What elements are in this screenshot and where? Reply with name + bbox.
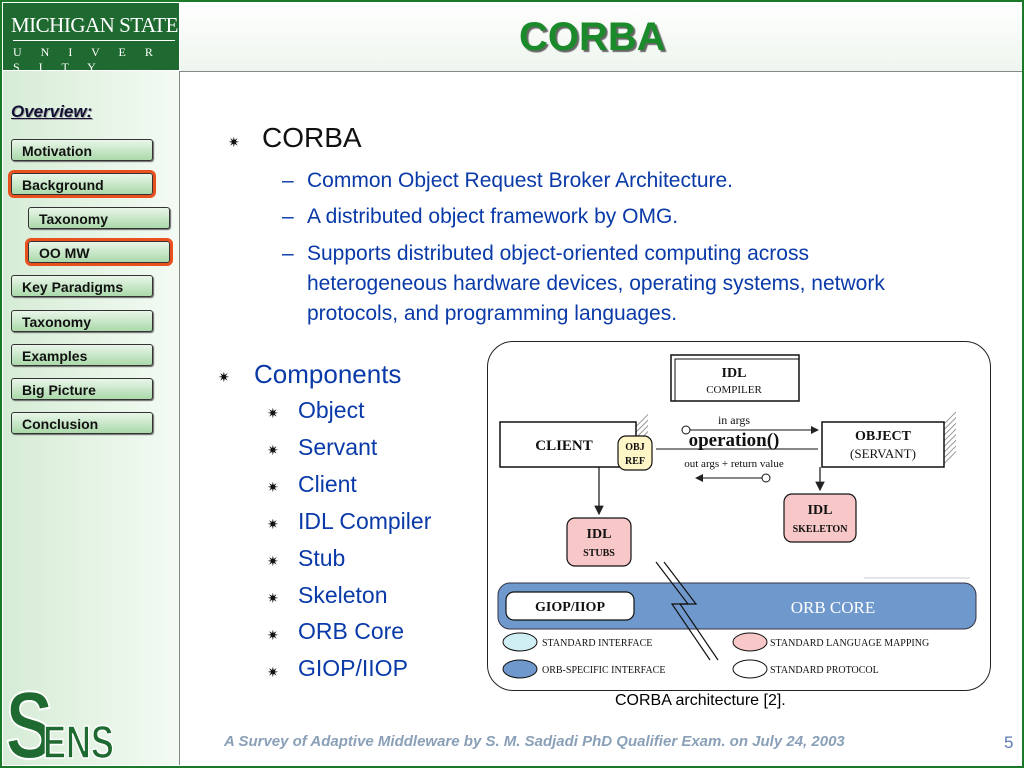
obj-ref-box — [617, 435, 653, 471]
sub-bullet-3: Supports distributed object-oriented com… — [307, 242, 885, 325]
nav-taxonomy[interactable]: Taxonomy — [11, 310, 153, 332]
idl-compiler-sub: COMPILER — [706, 384, 762, 396]
idl-skeleton-sub: SKELETON — [793, 524, 849, 535]
client-label: CLIENT — [535, 438, 593, 454]
nav-oo-mw[interactable]: OO MW — [25, 238, 173, 266]
overview-heading: Overview: — [11, 102, 93, 121]
sens-logo-ens: ENS — [43, 716, 114, 764]
slide-title: CORBA — [519, 15, 666, 59]
bullet-star-icon: ✷ — [267, 627, 279, 643]
msu-logo: MICHIGAN STATE U N I V E R S I T Y — [3, 3, 179, 74]
corba-diagram: IDL COMPILER CLIENT OBJ REF OBJECT (SERV… — [487, 341, 991, 691]
component-item: Servant — [298, 434, 378, 460]
nav-background[interactable]: Background — [8, 170, 156, 198]
sens-logo-s: S — [6, 680, 54, 764]
nav-conclusion[interactable]: Conclusion — [11, 412, 153, 434]
bullet-star-icon: ✷ — [267, 516, 279, 532]
nav-big-picture[interactable]: Big Picture — [11, 378, 153, 400]
nav-examples[interactable]: Examples — [11, 344, 153, 366]
bullet-star-icon: ✷ — [267, 664, 279, 680]
out-args-label: out args + return value — [684, 458, 784, 470]
nav-taxonomy-sub[interactable]: Taxonomy — [28, 207, 170, 229]
bullet-star-icon: ✷ — [267, 553, 279, 569]
logo-name: MICHIGAN STATE — [11, 13, 178, 37]
sub-bullet-2: A distributed object framework by OMG. — [307, 205, 679, 228]
bullet-star-icon: ✷ — [228, 134, 240, 150]
component-item: Skeleton — [298, 582, 388, 608]
sub-bullet-1: Common Object Request Broker Architectur… — [307, 169, 734, 192]
logo-university: U N I V E R S I T Y — [13, 45, 161, 74]
idl-skeleton-title: IDL — [808, 503, 833, 518]
legend-standard-protocol: STANDARD PROTOCOL — [770, 665, 879, 676]
bullet-star-icon: ✷ — [267, 590, 279, 606]
component-item: Object — [298, 397, 365, 423]
servant-label: (SERVANT) — [850, 446, 916, 461]
bullet-components: Components — [254, 359, 402, 389]
logo-divider — [13, 40, 175, 41]
footer-text: A Survey of Adaptive Middleware by S. M.… — [224, 733, 845, 750]
dash-icon: – — [282, 169, 294, 192]
diagram-caption: CORBA architecture [2]. — [615, 692, 786, 709]
title-bar — [180, 2, 1022, 72]
bullet-corba: CORBA — [262, 122, 362, 153]
object-box — [821, 421, 945, 468]
operation-label: operation() — [689, 430, 780, 451]
in-args-origin — [681, 425, 691, 435]
component-item: IDL Compiler — [298, 508, 432, 534]
giop-label: GIOP/IIOP — [535, 600, 605, 615]
bullet-star-icon: ✷ — [267, 405, 279, 421]
component-item: GIOP/IIOP — [298, 655, 408, 681]
diagram-svg: IDL COMPILER CLIENT OBJ REF OBJECT (SERV… — [497, 354, 977, 679]
legend-orb-specific-swatch — [502, 659, 538, 679]
component-item: Client — [298, 471, 357, 497]
legend-orb-specific: ORB-SPECIFIC INTERFACE — [542, 665, 665, 676]
component-item: Stub — [298, 545, 346, 571]
nav-key-paradigms[interactable]: Key Paradigms — [11, 275, 153, 297]
idl-stubs-sub: STUBS — [583, 548, 615, 559]
legend-standard-protocol-swatch — [732, 659, 768, 679]
obj-ref-line1: OBJ — [625, 442, 644, 453]
client-box — [499, 421, 637, 468]
bullet-star-icon: ✷ — [218, 369, 230, 385]
component-item: ORB Core — [298, 618, 405, 644]
idl-stubs-title: IDL — [587, 527, 612, 542]
giop-box — [505, 591, 635, 621]
legend-standard-interface-swatch — [502, 632, 538, 652]
sens-logo: S ENS — [5, 680, 115, 764]
in-args-label: in args — [718, 413, 750, 427]
dash-icon: – — [282, 242, 294, 265]
idl-stubs-box — [566, 517, 632, 567]
bullet-star-icon: ✷ — [267, 479, 279, 495]
idl-skeleton-box — [783, 493, 857, 543]
legend-standard-interface: STANDARD INTERFACE — [542, 638, 652, 649]
legend-language-mapping: STANDARD LANGUAGE MAPPING — [770, 638, 929, 649]
dash-icon: – — [282, 205, 294, 228]
bullet-star-icon: ✷ — [267, 442, 279, 458]
object-label: OBJECT — [855, 429, 912, 444]
idl-compiler-title: IDL — [722, 366, 747, 381]
nav-motivation[interactable]: Motivation — [11, 139, 153, 161]
lightning-divider-2 — [663, 561, 719, 661]
page-number: 5 — [1004, 733, 1014, 752]
orb-core-label: ORB CORE — [791, 598, 876, 617]
out-args-origin — [761, 473, 771, 483]
idl-compiler-inner — [674, 358, 800, 402]
legend-language-mapping-swatch — [732, 632, 768, 652]
obj-ref-line2: REF — [625, 456, 645, 467]
